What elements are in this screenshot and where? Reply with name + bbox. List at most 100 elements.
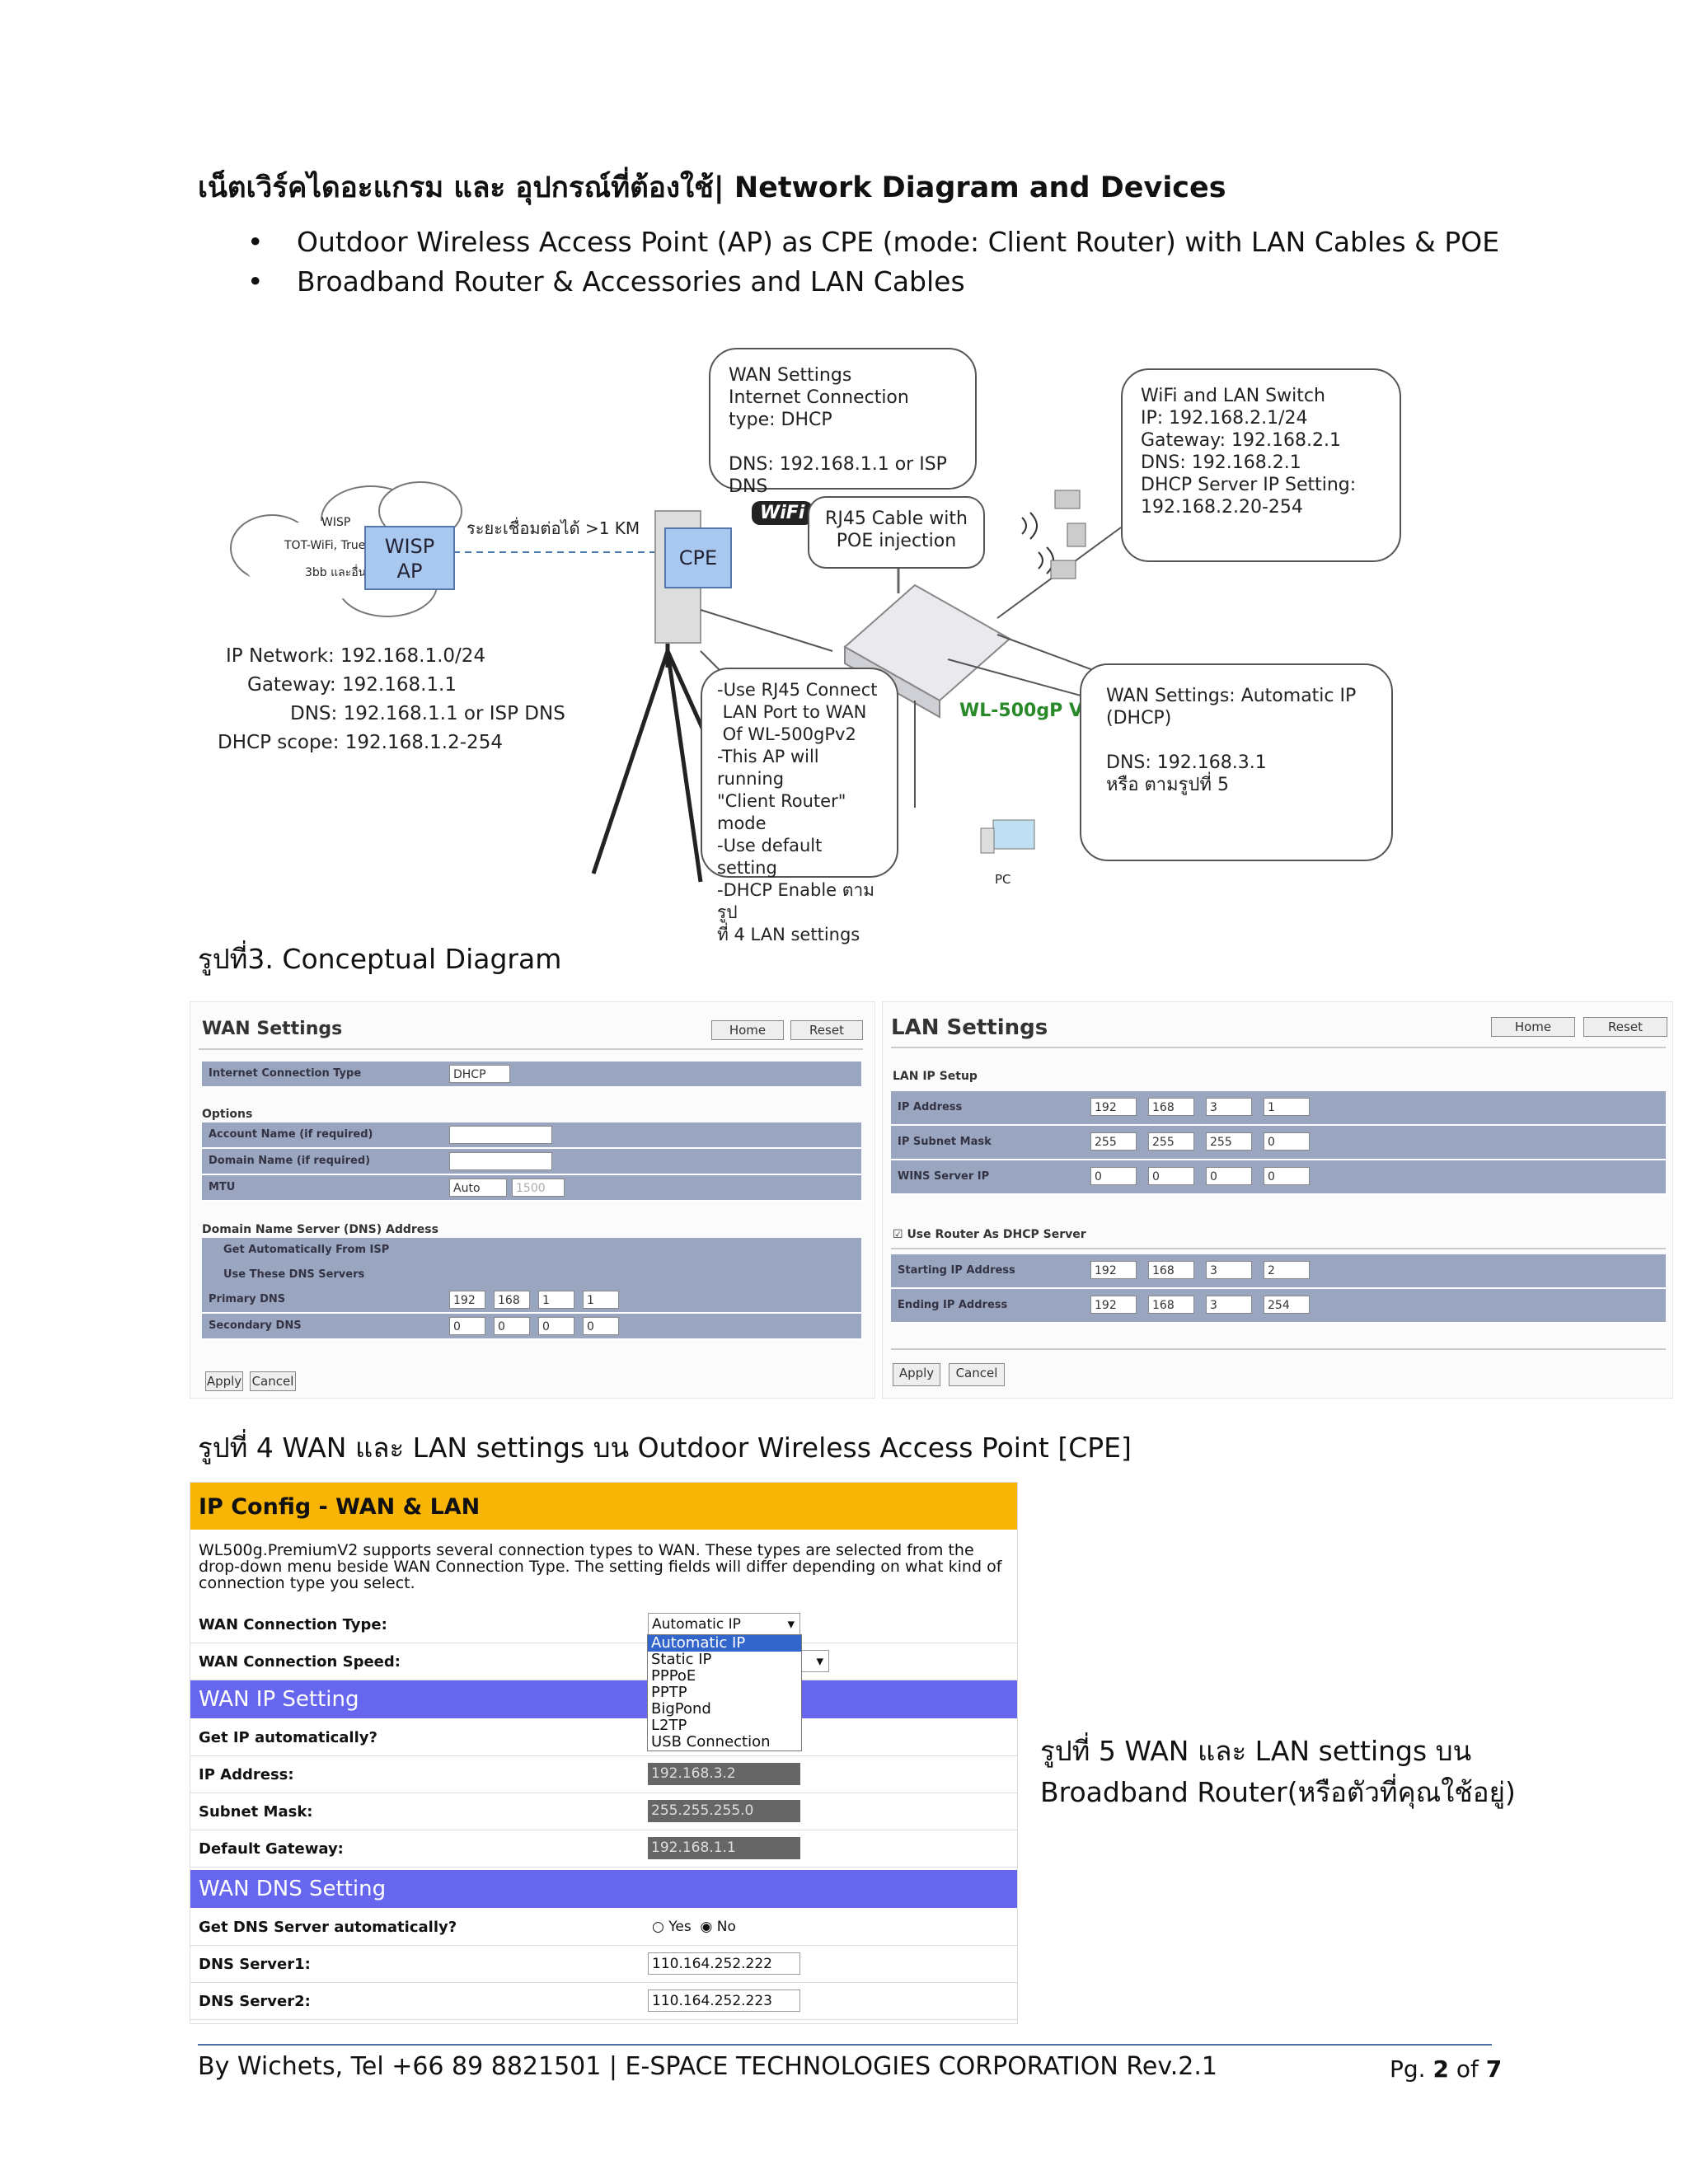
mtu-input[interactable]: 1500 — [512, 1179, 565, 1197]
footer-text: By Wichets, Tel +66 89 8821501 | E-SPACE… — [198, 2052, 1218, 2081]
ip-octet[interactable]: 192 — [449, 1291, 485, 1309]
domain-row: Domain Name (if required) — [202, 1149, 861, 1175]
bubble-line: DNS: 192.168.2.1 — [1141, 452, 1301, 473]
dns1-input[interactable]: 110.164.252.222 — [648, 1952, 800, 1975]
bubble-line: WAN Settings — [729, 365, 852, 386]
cloud-label: TOT-WiFi, True- — [284, 539, 370, 552]
wins-row: WINS Server IP 0 0 0 0 — [891, 1160, 1666, 1195]
cloud-label: WISP — [321, 516, 351, 529]
dhcp-checkbox-text: Use Router As DHCP Server — [907, 1228, 1086, 1241]
ip-octet[interactable]: 168 — [1148, 1261, 1194, 1279]
ip-octet[interactable]: 0 — [1264, 1132, 1310, 1151]
wan-title: WAN Settings — [202, 1019, 343, 1039]
dns-manual-label: Use These DNS Servers — [223, 1268, 365, 1281]
get-ip-row: Get IP automatically? — [190, 1719, 1017, 1756]
wan-dns-setting-band: WAN DNS Setting — [190, 1870, 1017, 1908]
get-dns-label: Get DNS Server automatically? — [199, 1919, 457, 1936]
divider — [891, 1348, 1666, 1350]
mtu-select[interactable]: Auto — [449, 1179, 507, 1197]
chevron-down-icon: ▾ — [816, 1653, 823, 1670]
divider — [891, 1047, 1666, 1048]
ip-octet[interactable]: 1 — [1264, 1098, 1310, 1116]
apply-button[interactable]: Apply — [205, 1371, 243, 1391]
domain-input[interactable] — [449, 1152, 552, 1170]
dns1-label: DNS Server1: — [199, 1956, 311, 1973]
ip-octet[interactable]: 192 — [1090, 1261, 1137, 1279]
bubble-line: RJ45 Cable with — [825, 509, 968, 529]
conn-type-select[interactable]: Automatic IP▾ — [648, 1613, 800, 1635]
ip-octet[interactable]: 0 — [538, 1317, 574, 1335]
conn-type-label: Internet Connection Type — [209, 1067, 362, 1080]
bubble-line: DNS: 192.168.3.1 — [1106, 752, 1267, 773]
subnet-field[interactable]: 255.255.255.0 — [648, 1800, 800, 1822]
page-prefix: Pg. — [1390, 2055, 1433, 2083]
dns-auto-label: Get Automatically From ISP — [223, 1244, 390, 1256]
ip-octet[interactable]: 255 — [1148, 1132, 1194, 1151]
ip-octet[interactable]: 254 — [1264, 1296, 1310, 1314]
caption-line: Broadband Router(หรือตัวที่คุณใช้อยู่) — [1040, 1776, 1516, 1808]
home-button[interactable]: Home — [711, 1020, 784, 1040]
ip-octet[interactable]: 0 — [449, 1317, 485, 1335]
dropdown-option[interactable]: L2TP — [651, 1717, 687, 1734]
ip-octet[interactable]: 168 — [1148, 1098, 1194, 1116]
ip-octet[interactable]: 0 — [1206, 1167, 1252, 1185]
conn-type-label: WAN Connection Type: — [199, 1616, 387, 1633]
get-ip-label: Get IP automatically? — [199, 1729, 377, 1746]
rj45-bubble: RJ45 Cable with POE injection — [808, 496, 985, 569]
dns2-label: DNS Server2: — [199, 1993, 311, 2010]
dropdown-option[interactable]: BigPond — [651, 1700, 711, 1718]
dns2-input[interactable]: 110.164.252.223 — [648, 1990, 800, 2012]
ip-octet[interactable]: 0 — [583, 1317, 619, 1335]
apply-button[interactable]: Apply — [893, 1363, 940, 1386]
ip-address-field[interactable]: 192.168.3.2 — [648, 1763, 800, 1785]
wan-settings-screenshot: WAN Settings Home Reset Internet Connect… — [190, 1001, 875, 1399]
distance-label: ระยะเชื่อมต่อได้ >1 KM — [467, 518, 640, 538]
lan-ip-label: IP Address — [898, 1101, 963, 1113]
wan-settings-bubble: WAN Settings Internet Connection type: D… — [709, 348, 977, 497]
dns-radio-group[interactable]: ○ Yes ◉ No — [652, 1919, 736, 1935]
dropdown-option[interactable]: Automatic IP — [648, 1635, 801, 1652]
ip-address-label: IP Address: — [199, 1766, 294, 1783]
home-button[interactable]: Home — [1491, 1017, 1575, 1037]
ip-octet[interactable]: 0 — [494, 1317, 530, 1335]
footer-rule — [198, 2044, 1492, 2046]
ip-octet[interactable]: 1 — [583, 1291, 619, 1309]
dropdown-option[interactable]: PPPoE — [651, 1667, 696, 1685]
ip-octet[interactable]: 0 — [1148, 1167, 1194, 1185]
ip-octet[interactable]: 2 — [1264, 1261, 1310, 1279]
reset-button[interactable]: Reset — [1583, 1017, 1667, 1037]
cpe-label: CPE — [678, 546, 718, 569]
dns-heading: Domain Name Server (DNS) Address — [202, 1223, 438, 1236]
ip-octet[interactable]: 192 — [1090, 1098, 1137, 1116]
gateway-field[interactable]: 192.168.1.1 — [648, 1837, 800, 1859]
ip-octet[interactable]: 1 — [538, 1291, 574, 1309]
ip-octet[interactable]: 3 — [1206, 1296, 1252, 1314]
bubble-line: -Use default setting — [717, 836, 823, 878]
ip-octet[interactable]: 168 — [494, 1291, 530, 1309]
end-ip-row: Ending IP Address 192 168 3 254 — [891, 1289, 1666, 1324]
dhcp-checkbox-label[interactable]: ☑ Use Router As DHCP Server — [893, 1228, 1086, 1241]
page-current: 2 — [1432, 2055, 1449, 2083]
radio-no-label: No — [716, 1919, 736, 1935]
ip-octet[interactable]: 168 — [1148, 1296, 1194, 1314]
reset-button[interactable]: Reset — [790, 1020, 863, 1040]
ip-octet[interactable]: 3 — [1206, 1098, 1252, 1116]
ip-octet[interactable]: 255 — [1206, 1132, 1252, 1151]
ip-octet[interactable]: 192 — [1090, 1296, 1137, 1314]
ip-octet[interactable]: 255 — [1090, 1132, 1137, 1151]
dropdown-option[interactable]: PPTP — [651, 1684, 687, 1701]
ip-octet[interactable]: 0 — [1090, 1167, 1137, 1185]
account-row: Account Name (if required) — [202, 1122, 861, 1149]
conn-type-select[interactable]: DHCP — [449, 1065, 510, 1083]
dns1-row: DNS Server1: 110.164.252.222 — [190, 1946, 1017, 1983]
cancel-button[interactable]: Cancel — [250, 1371, 296, 1391]
dropdown-option[interactable]: USB Connection — [651, 1733, 771, 1750]
divider — [199, 1048, 863, 1050]
dropdown-option[interactable]: Static IP — [651, 1651, 712, 1668]
ip-octet[interactable]: 0 — [1264, 1167, 1310, 1185]
lan-mask-label: IP Subnet Mask — [898, 1136, 992, 1148]
ip-octet[interactable]: 3 — [1206, 1261, 1252, 1279]
conn-type-dropdown[interactable]: Automatic IP Static IP PPPoE PPTP BigPon… — [647, 1634, 802, 1751]
account-input[interactable] — [449, 1126, 552, 1144]
cancel-button[interactable]: Cancel — [949, 1363, 1005, 1386]
